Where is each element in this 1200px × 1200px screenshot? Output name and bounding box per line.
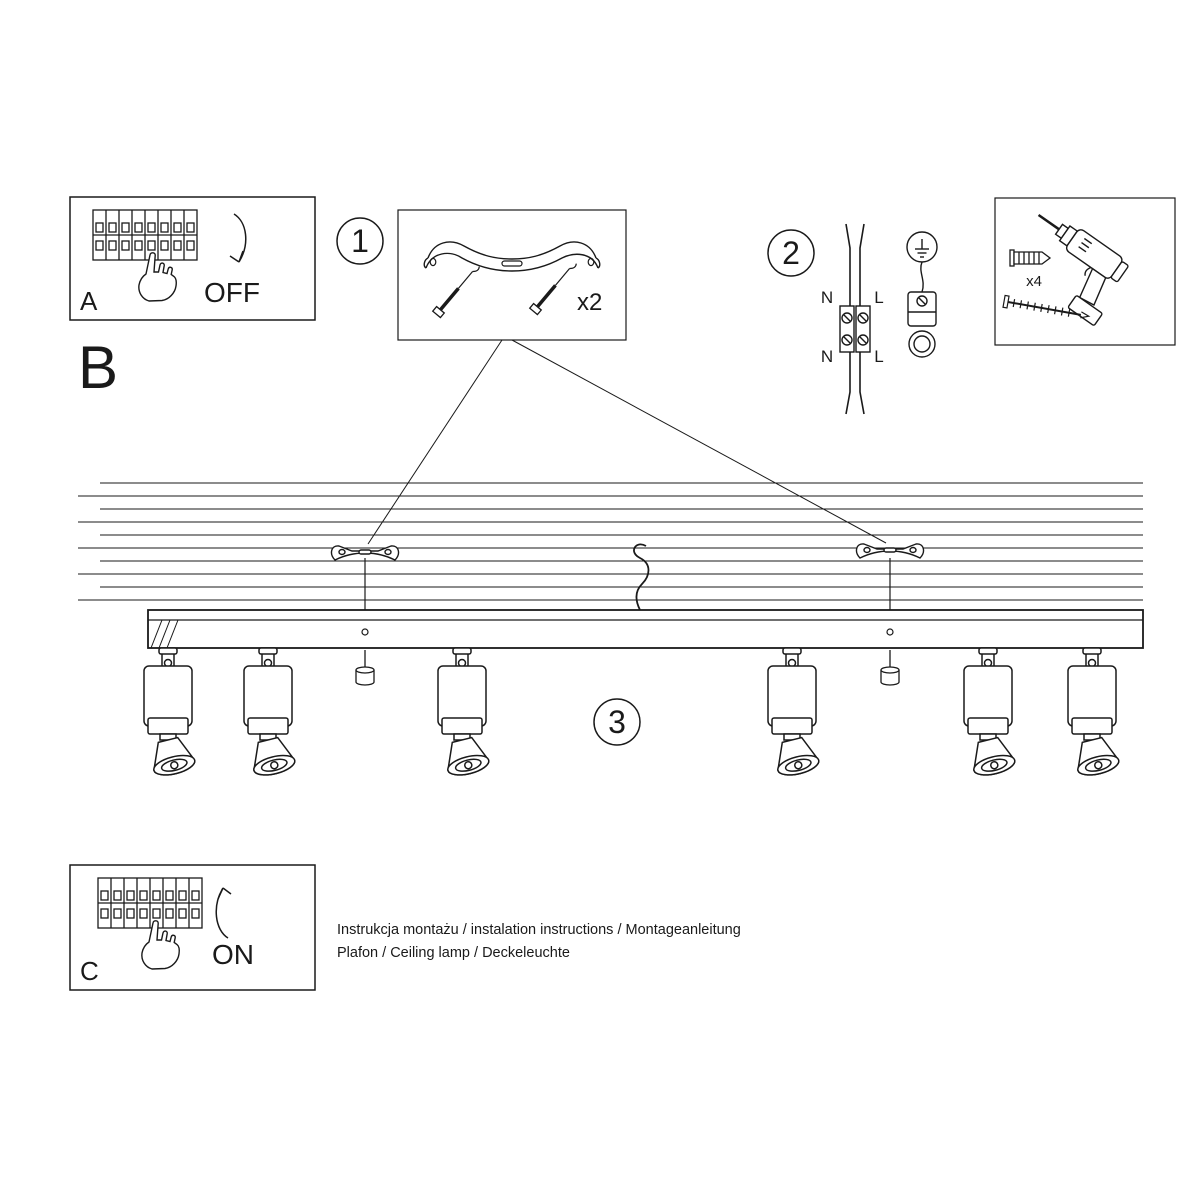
figure-b-label: B	[78, 334, 118, 401]
breaker-panel-icon	[97, 877, 203, 929]
leader-line-right	[511, 339, 887, 544]
mounting-strap-icon	[423, 241, 601, 272]
step3-circle	[593, 698, 641, 746]
drill-icon	[1037, 213, 1129, 326]
spotlight-4	[767, 647, 822, 780]
step1-quantity: x2	[577, 289, 602, 316]
step1-circle	[336, 217, 384, 265]
ceiling-bracket-right	[855, 543, 925, 559]
step1-box	[397, 209, 627, 341]
step2-circle	[767, 229, 815, 277]
spotlight-1	[143, 647, 198, 780]
tools-section: x4	[994, 197, 1176, 346]
panel-a-border	[69, 196, 316, 321]
l-label-bottom: L	[874, 347, 883, 366]
wire-pair-icon	[845, 223, 865, 415]
plug-quantity: x4	[1026, 273, 1042, 290]
panel-c-border	[69, 864, 316, 991]
panel-a-label: A	[80, 286, 98, 316]
screw-icon	[1002, 294, 1091, 319]
step2-section: 2 N L N L	[767, 223, 938, 415]
on-label: ON	[212, 939, 254, 970]
leader-line-left	[367, 339, 503, 545]
panel-c-label: C	[80, 956, 99, 986]
footer-line1: Instrukcja montażu / instalation instruc…	[337, 922, 741, 938]
l-label-top: L	[874, 288, 883, 307]
step2-number: 2	[782, 235, 800, 271]
canopy-screw-left	[355, 649, 375, 686]
spotlight-3	[437, 647, 492, 780]
n-label-bottom: N	[821, 347, 833, 366]
off-label: OFF	[204, 277, 260, 308]
spotlight-5	[963, 647, 1018, 780]
rotate-off-arrow-icon	[229, 213, 247, 263]
rail-screw-head-left	[361, 628, 369, 636]
step1-section: 1 x2	[336, 209, 627, 341]
suspension-screw-icon	[430, 260, 484, 320]
terminal-block-icon	[839, 305, 871, 353]
n-label-top: N	[821, 288, 833, 307]
mounting-rail	[147, 609, 1144, 649]
wall-plug-icon	[1009, 249, 1052, 267]
spotlight-6	[1067, 647, 1122, 780]
step1-number: 1	[351, 223, 369, 259]
canopy-screw-right	[880, 649, 900, 686]
ceiling-hatch	[78, 482, 1143, 601]
rail-screw-head-right	[886, 628, 894, 636]
breaker-panel-icon	[92, 209, 198, 261]
ground-clamp-icon	[907, 261, 937, 358]
step3-number: 3	[608, 704, 626, 740]
rotate-on-arrow-icon	[215, 887, 232, 939]
power-on-panel: C ON	[69, 864, 316, 991]
earth-symbol-icon	[906, 231, 938, 263]
toolbox-border	[994, 197, 1176, 346]
spotlight-2	[243, 647, 298, 780]
footer-line2: Plafon / Ceiling lamp / Deckeleuchte	[337, 945, 570, 961]
power-cable	[633, 543, 650, 611]
power-off-panel: A OFF	[69, 196, 316, 321]
